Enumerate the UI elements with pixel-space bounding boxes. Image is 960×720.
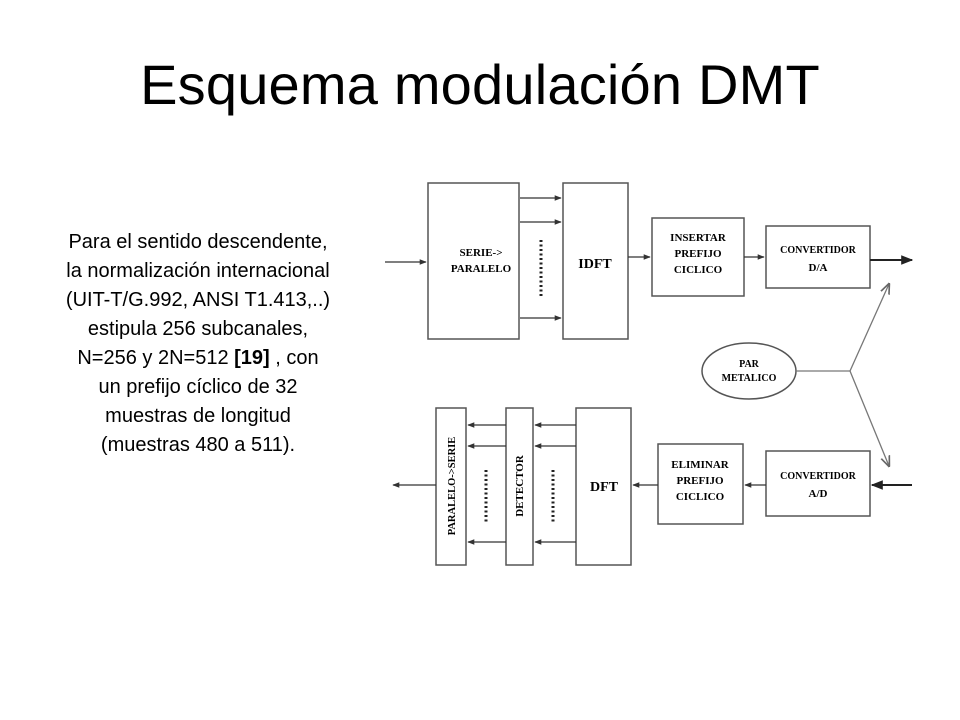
- idft-label: IDFT: [578, 257, 612, 272]
- detector-label: DETECTOR: [514, 454, 526, 517]
- page-title: Esquema modulación DMT: [140, 53, 820, 116]
- convertidor-ad-block: [765, 450, 871, 517]
- idft-block: [562, 182, 629, 340]
- channel-down-arrow: [849, 370, 889, 466]
- par-metalico-label: PAR: [739, 359, 760, 370]
- description-line: la normalización internacional: [66, 260, 330, 282]
- channel-up-arrow: [849, 284, 889, 372]
- eliminar-prefijo-block: [657, 443, 744, 525]
- description-line: muestras de longitud: [105, 405, 291, 427]
- description-line-suffix: , con: [269, 347, 319, 369]
- detector-block: [505, 407, 534, 566]
- serie-paralelo-block: [427, 182, 520, 340]
- description-text: Para el sentido descendente, la normaliz…: [28, 228, 368, 460]
- convertidor-da-label: CONVERTIDOR: [780, 245, 857, 256]
- description-line: N=256 y 2N=512 [19] , con: [28, 344, 368, 373]
- serie-paralelo-label: PARALELO: [451, 263, 512, 275]
- convertidor-da-label: D/A: [809, 262, 828, 274]
- convertidor-ad-label: CONVERTIDOR: [780, 471, 857, 482]
- convertidor-da-block: [765, 225, 871, 289]
- paralelo-serie-label: PARALELO->SERIE: [447, 437, 458, 536]
- description-line: estipula 256 subcanales,: [87, 318, 309, 340]
- insertar-prefijo-label: CICLICO: [674, 264, 723, 276]
- description-line: un prefijo cíclico de 32: [98, 376, 298, 398]
- serie-paralelo-label: SERIE->: [460, 247, 503, 259]
- insertar-prefijo-label: INSERTAR: [670, 232, 727, 244]
- par-metalico-label: METALICO: [722, 373, 777, 384]
- description-line: (muestras 480 a 511).: [100, 434, 296, 456]
- eliminar-prefijo-label: ELIMINAR: [671, 459, 730, 471]
- dft-label: DFT: [590, 480, 619, 495]
- insertar-prefijo-label: PREFIJO: [674, 248, 722, 260]
- paralelo-serie-block: [435, 407, 467, 566]
- description-line: Para el sentido descendente,: [68, 231, 328, 253]
- description-line-text: N=256 y 2N=512: [77, 347, 235, 369]
- reference-citation: [19]: [234, 347, 270, 369]
- par-metalico-ellipse: [701, 342, 797, 400]
- dft-block: [575, 407, 632, 566]
- convertidor-ad-label: A/D: [809, 488, 828, 500]
- eliminar-prefijo-label: CICLICO: [676, 491, 725, 503]
- eliminar-prefijo-label: PREFIJO: [676, 475, 724, 487]
- description-line: (UIT-T/G.992, ANSI T1.413,..): [65, 289, 331, 311]
